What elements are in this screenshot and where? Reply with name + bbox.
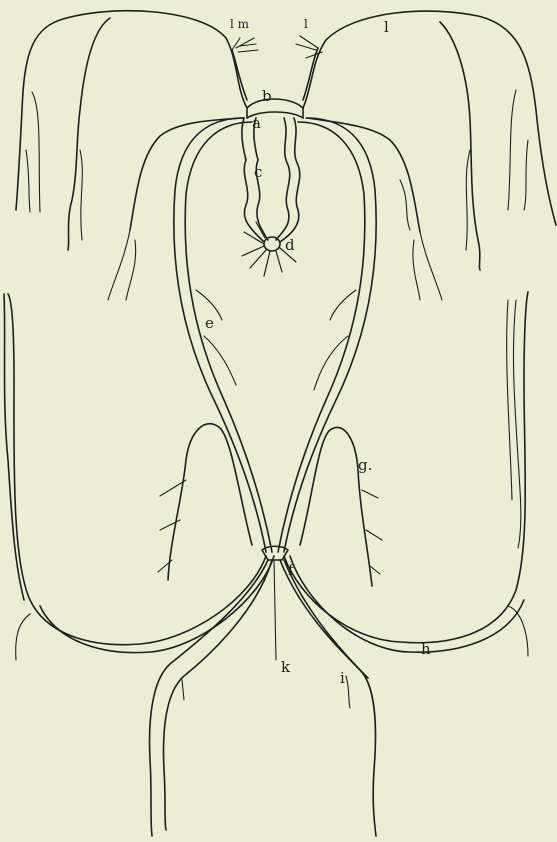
ventral-nerve-h <box>4 292 528 660</box>
left-upper-nerve <box>16 11 258 300</box>
label-c: c <box>254 163 262 181</box>
label-k: k <box>281 658 291 676</box>
nerve-loop-g-left <box>158 424 252 580</box>
label-h: h <box>421 640 431 658</box>
label-a: a <box>252 114 261 132</box>
label-l: l <box>384 18 389 36</box>
label-b: b <box>262 87 272 105</box>
bottom-nerves-i-k <box>150 560 376 836</box>
nerve-loop-g-right <box>300 427 382 586</box>
label-l-m: l m <box>230 17 250 31</box>
label-i: i <box>340 669 345 687</box>
label-d: d <box>285 236 295 254</box>
right-upper-nerve <box>296 11 556 300</box>
label-e: e <box>205 314 214 332</box>
esophagus-c <box>244 118 299 242</box>
commissure-loop-e <box>174 118 376 552</box>
label-g: g. <box>358 456 372 474</box>
label-l-right: l <box>304 17 308 31</box>
